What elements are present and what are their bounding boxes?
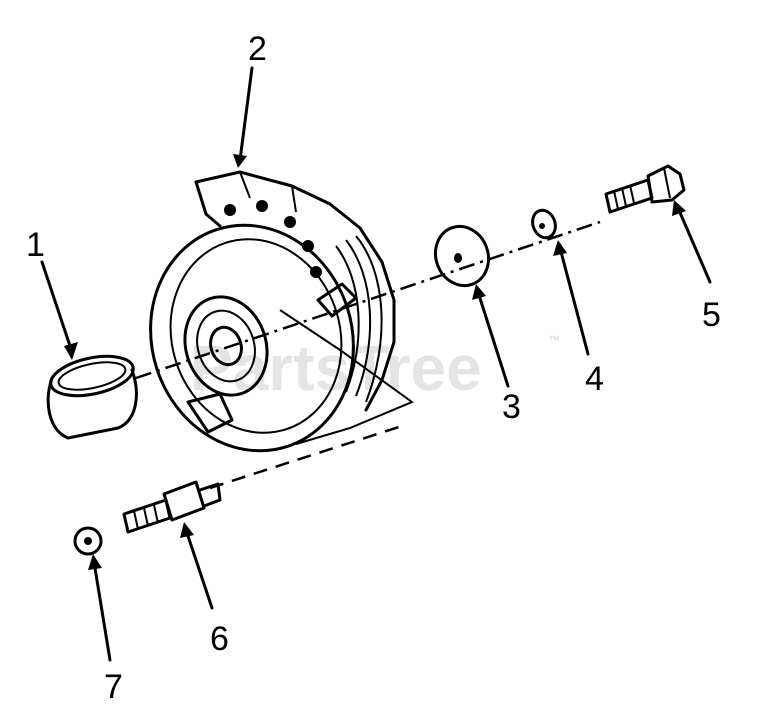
leader-1 <box>40 260 74 354</box>
callout-5: 5 <box>702 296 721 334</box>
part-sleeve <box>46 354 138 440</box>
callouts: 1 2 3 4 5 6 7 <box>26 30 721 706</box>
trademark-symbol: ™ <box>548 333 560 347</box>
main-axis-line <box>135 220 601 380</box>
callout-2: 2 <box>248 30 267 68</box>
callout-4: 4 <box>585 360 604 398</box>
leader-7 <box>92 560 112 662</box>
leader-2 <box>238 66 254 162</box>
callout-1: 1 <box>26 226 45 264</box>
leader-5 <box>676 206 712 284</box>
leader-6 <box>184 528 214 610</box>
stud-axis-line <box>209 423 406 490</box>
part-stud <box>122 480 222 534</box>
callout-6: 6 <box>210 620 229 658</box>
callout-3: 3 <box>502 388 521 426</box>
part-lock-washer <box>531 208 557 240</box>
part-bolt <box>604 164 686 214</box>
part-nut <box>73 526 103 556</box>
leader-lines <box>40 66 712 662</box>
part-clutch <box>149 170 415 453</box>
leader-4 <box>558 246 590 356</box>
watermark-text: PartsTree <box>190 332 482 404</box>
leader-3 <box>476 290 510 388</box>
callout-7: 7 <box>104 668 123 706</box>
assembly-centerlines <box>135 220 601 490</box>
part-washer <box>434 224 490 288</box>
